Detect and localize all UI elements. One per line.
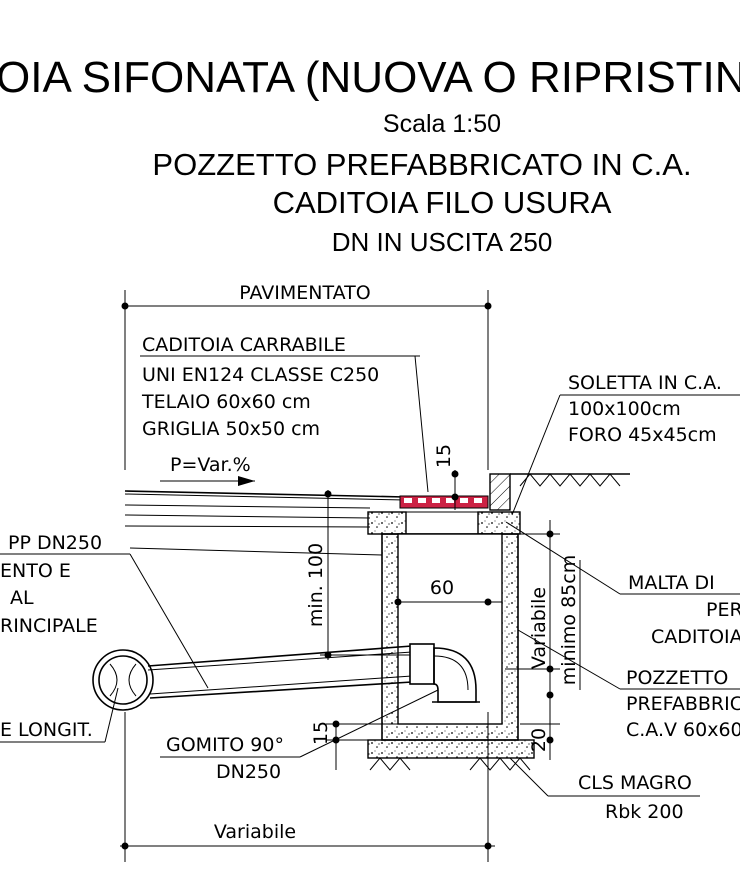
slope-label: P=Var.% — [170, 454, 251, 476]
curb — [489, 473, 511, 511]
caditoia-line-4: GRIGLIA 50x50 cm — [142, 418, 320, 440]
label-caditoia: CADITOIA CARRABILE UNI EN124 CLASSE C250… — [140, 334, 429, 493]
slope-indicator: P=Var.% — [160, 454, 255, 486]
label-pipe: PP DN250 ENTO E AL RINCIPALE — [0, 532, 383, 689]
dim-variabile-bottom: Variabile — [120, 712, 495, 862]
title-main: OIA SIFONATA (NUOVA O RIPRISTINO — [0, 53, 740, 102]
label-longit: E LONGIT. — [0, 687, 119, 743]
title-line3: DN IN USCITA 250 — [332, 227, 553, 257]
label-soletta: SOLETTA IN C.A. 100x100cm FORO 45x45cm — [511, 372, 740, 516]
pozzetto-line-2: PREFABBRIC — [626, 693, 740, 715]
manhole-body — [381, 533, 519, 741]
title-scale: Scala 1:50 — [383, 110, 501, 138]
dim-20: 20 — [528, 728, 550, 752]
pozzetto-line-3: C.A.V 60x60 — [626, 719, 740, 741]
label-15-bottom: 15 — [310, 721, 332, 745]
pozzetto-line-1: POZZETTO — [626, 667, 728, 689]
title-line2: CADITOIA FILO USURA — [273, 185, 612, 220]
malta-line-3: CADITOIA — [651, 626, 740, 648]
caditoia-line-1: CADITOIA CARRABILE — [142, 334, 346, 356]
label-variabile-bottom: Variabile — [214, 821, 296, 843]
gomito-line-2: DN250 — [216, 761, 281, 783]
cls-line-2: Rbk 200 — [605, 801, 684, 823]
grate — [399, 495, 489, 509]
label-15-top: 15 — [433, 444, 455, 468]
pipe-line-1: PP DN250 — [8, 532, 102, 554]
label-minimo-85: minimo 85cm — [558, 555, 580, 685]
cls-line-1: CLS MAGRO — [578, 772, 692, 794]
base-cls — [367, 739, 535, 759]
dim-variabile-side: Variabile minimo 85cm — [505, 520, 581, 760]
slab — [367, 511, 521, 535]
gomito-line-1: GOMITO 90° — [166, 734, 284, 756]
road-pavement — [124, 473, 630, 528]
label-cls: CLS MAGRO Rbk 200 — [509, 757, 700, 823]
pipe-line-3: AL — [10, 587, 34, 609]
dim-15-bottom: 15 — [310, 720, 398, 770]
label-malta: MALTA DI PER CADITOIA — [505, 521, 740, 648]
label-pavimentato: PAVIMENTATO — [239, 282, 370, 304]
malta-line-1: MALTA DI — [628, 572, 715, 594]
title-line1: POZZETTO PREFABBRICATO IN C.A. — [152, 147, 691, 182]
soletta-line-1: SOLETTA IN C.A. — [568, 372, 722, 394]
label-60: 60 — [430, 577, 454, 599]
main-collector-pipe — [92, 649, 154, 711]
caditoia-line-2: UNI EN124 CLASSE C250 — [142, 364, 379, 386]
label-variabile-side: Variabile — [528, 587, 550, 669]
soletta-line-2: 100x100cm — [568, 398, 681, 420]
dim-pavimentato: PAVIMENTATO — [121, 282, 492, 470]
label-min-100: min. 100 — [305, 543, 327, 627]
pipe-line-2: ENTO E — [0, 560, 71, 582]
malta-line-2: PER — [706, 599, 740, 621]
longit-text: E LONGIT. — [0, 719, 93, 741]
label-pozzetto: POZZETTO PREFABBRIC C.A.V 60x60 — [517, 629, 740, 741]
outlet-pipe — [147, 643, 480, 703]
dim-60: 60 — [394, 577, 502, 606]
ground-hatch-bottom — [369, 757, 531, 771]
ground-hatch-right — [519, 473, 621, 487]
dim-15-top: 15 — [433, 444, 459, 510]
caditoia-line-3: TELAIO 60x60 cm — [141, 391, 311, 413]
pipe-line-4: RINCIPALE — [0, 615, 98, 637]
label-20: 20 — [528, 728, 550, 752]
soletta-line-3: FORO 45x45cm — [568, 424, 717, 446]
